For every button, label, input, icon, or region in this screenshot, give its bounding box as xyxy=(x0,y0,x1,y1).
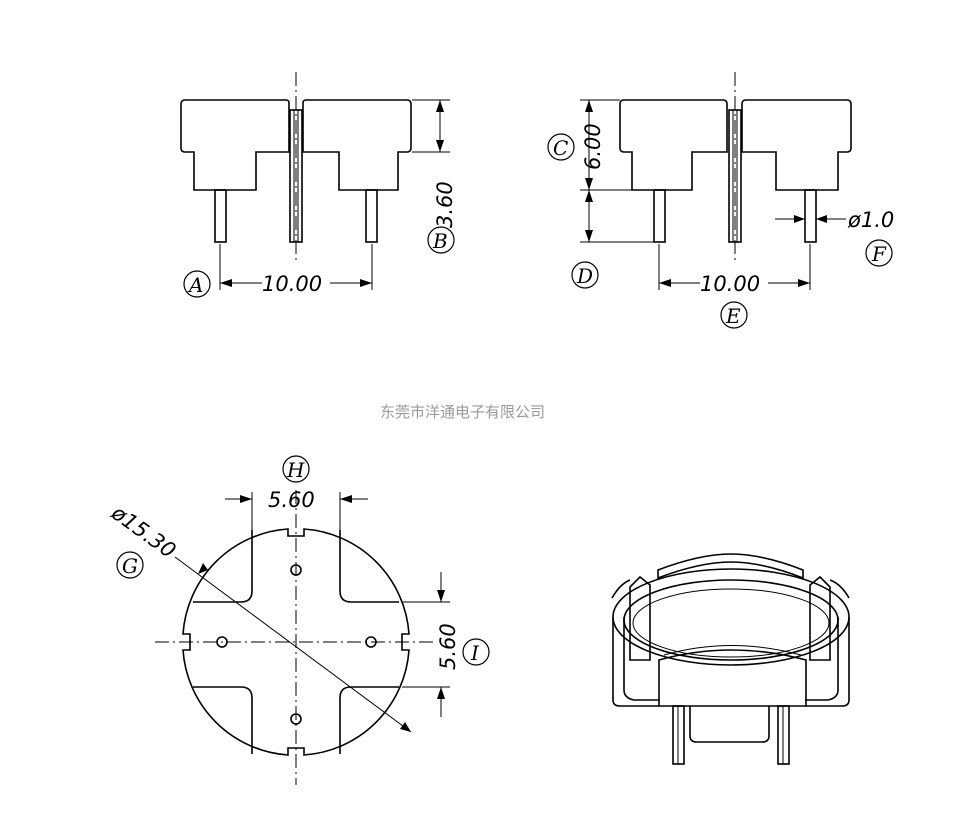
front-height-dimension: 3.60 xyxy=(433,181,457,228)
front-view: 3.60 10.00 A B xyxy=(180,72,457,298)
side-view: 6.00 10.00 ø1.0 C D E F xyxy=(547,72,894,329)
callout-g: G xyxy=(122,554,138,578)
callout-f: F xyxy=(871,242,887,266)
front-pitch-dimension: 10.00 xyxy=(262,272,322,296)
pin-diameter-dimension: ø1.0 xyxy=(847,208,894,232)
callout-i: I xyxy=(470,641,480,665)
callout-a: A xyxy=(187,273,203,297)
callout-d: D xyxy=(576,264,593,288)
top-slot-width-dimension: 5.60 xyxy=(268,488,315,512)
side-pitch-dimension: 10.00 xyxy=(700,272,760,296)
isometric-view xyxy=(611,553,850,765)
callout-c: C xyxy=(553,136,568,160)
callout-h: H xyxy=(286,458,305,482)
callout-e: E xyxy=(725,304,741,328)
outer-diameter-dimension: ø15.30 xyxy=(106,500,180,563)
callout-b: B xyxy=(432,229,448,253)
company-name: 东莞市洋通电子有限公司 xyxy=(380,403,545,421)
side-slot-width-dimension: 5.60 xyxy=(436,623,460,670)
side-body-height-dimension: 6.00 xyxy=(581,123,605,170)
top-view: ø15.30 5.60 5.60 G H I xyxy=(106,455,490,785)
